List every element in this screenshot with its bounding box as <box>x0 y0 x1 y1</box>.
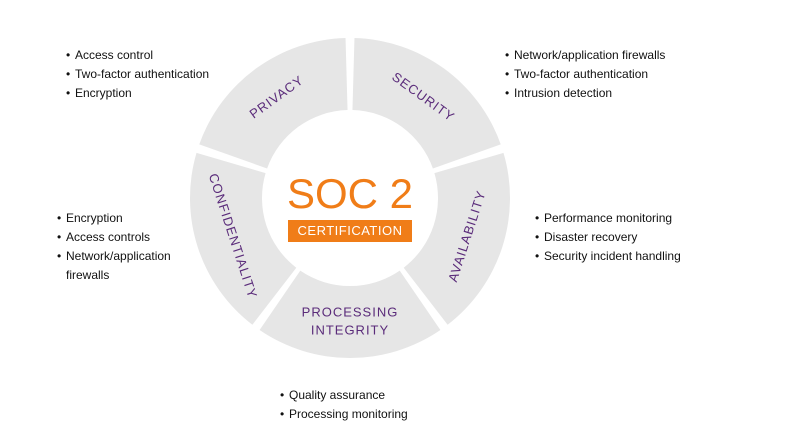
list-item: Disaster recovery <box>535 228 735 247</box>
list-item: Two-factor authentication <box>66 65 246 84</box>
list-item: Security incident handling <box>535 247 735 266</box>
list-item: firewalls <box>66 268 110 282</box>
confidentiality-controls-list: Encryption Access controls Network/appli… <box>57 209 197 285</box>
list-item: Access control <box>66 46 246 65</box>
list-item: Performance monitoring <box>535 209 735 228</box>
list-item: Processing monitoring <box>280 405 480 424</box>
list-item: Encryption <box>66 84 246 103</box>
processing-integrity-label-line1: PROCESSING <box>302 304 399 319</box>
certification-badge: CERTIFICATION <box>288 220 412 242</box>
list-item: Access controls <box>57 228 197 247</box>
list-item: Two-factor authentication <box>505 65 705 84</box>
security-segment <box>352 38 501 169</box>
list-item: Network/application firewalls <box>505 46 705 65</box>
list-item: Encryption <box>57 209 197 228</box>
security-controls-list: Network/application firewalls Two-factor… <box>505 46 705 103</box>
availability-controls-list: Performance monitoring Disaster recovery… <box>535 209 735 266</box>
processing-integrity-label-line2: INTEGRITY <box>311 322 389 337</box>
list-item: Intrusion detection <box>505 84 705 103</box>
confidentiality-segment <box>190 152 297 325</box>
privacy-controls-list: Access control Two-factor authentication… <box>66 46 246 103</box>
list-item: Network/application <box>57 247 197 266</box>
privacy-segment <box>199 38 348 169</box>
availability-segment <box>403 152 510 325</box>
processing-integrity-segment <box>259 270 441 358</box>
processing-integrity-controls-list: Quality assurance Processing monitoring <box>280 386 480 424</box>
list-item: Quality assurance <box>280 386 480 405</box>
center-title: SOC 2 <box>286 170 414 217</box>
